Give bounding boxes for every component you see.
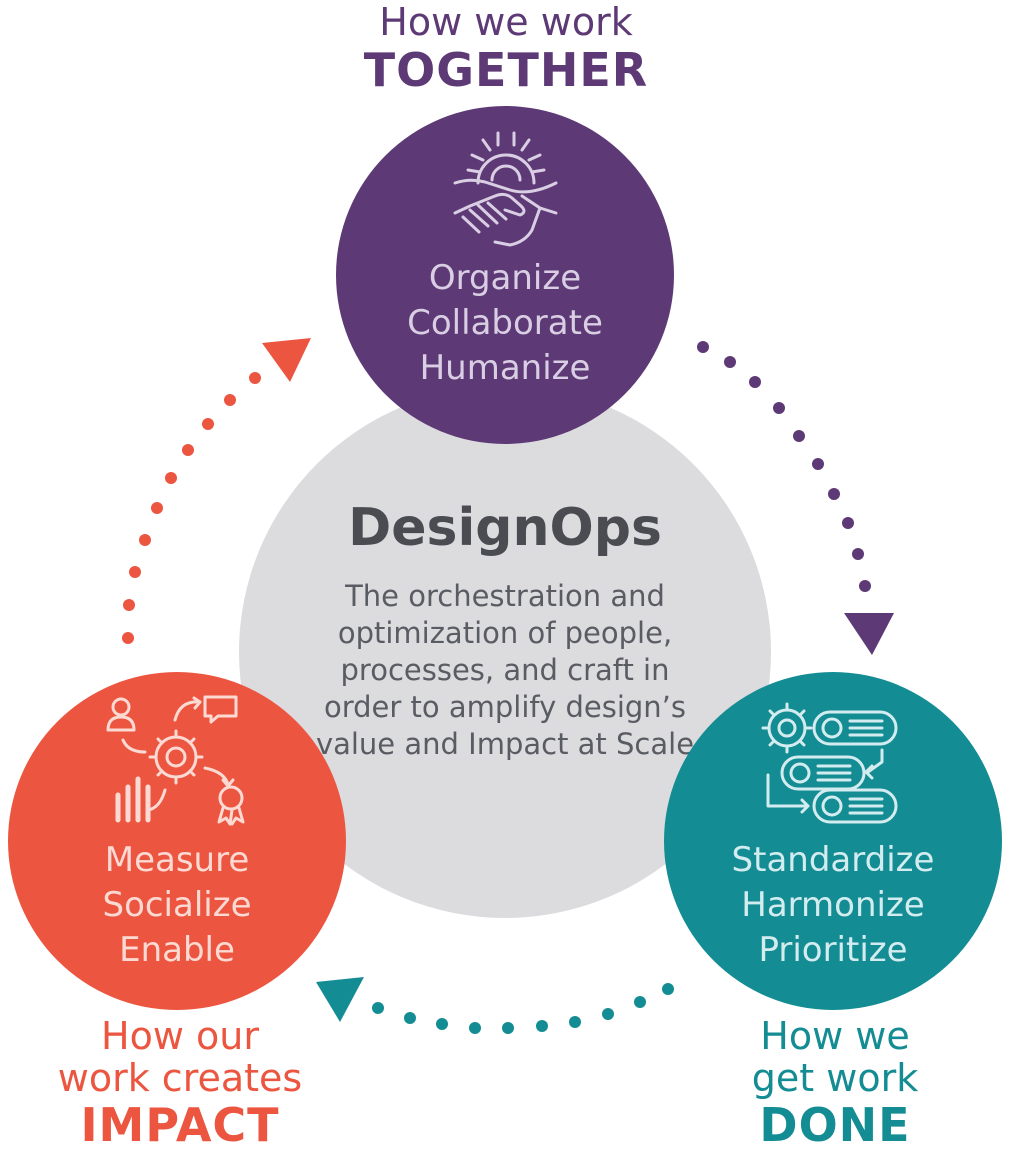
- impact-label: How our work creates IMPACT: [20, 1015, 340, 1151]
- gear-process-flow-icon: [761, 702, 898, 824]
- together-word: Organize: [428, 258, 582, 298]
- arrowhead-icon: [316, 977, 364, 1022]
- impact-word: Enable: [119, 930, 235, 970]
- impact-words: Measure Socialize Enable: [8, 838, 346, 973]
- together-word: Collaborate: [407, 303, 603, 343]
- core-title: DesignOps: [348, 498, 662, 558]
- arrow-impact-to-together: [122, 338, 311, 644]
- done-words: Standardize Harmonize Prioritize: [664, 838, 1002, 973]
- done-label-line2: get work: [751, 1056, 919, 1100]
- together-heading-line2: TOGETHER: [363, 43, 649, 97]
- arrow-together-to-done: [697, 341, 894, 655]
- impact-circle: [8, 672, 346, 1010]
- together-circle: [336, 106, 674, 444]
- impact-label-line3: IMPACT: [80, 1098, 280, 1152]
- impact-label-line1: How our: [101, 1014, 259, 1058]
- done-word: Prioritize: [758, 930, 908, 970]
- arrow-done-to-impact: [316, 977, 674, 1034]
- top-heading: How we work TOGETHER: [256, 0, 756, 96]
- gear-handshake-icon: [453, 131, 558, 247]
- gear-metrics-cycle-icon: [106, 695, 245, 826]
- impact-word: Socialize: [102, 885, 252, 925]
- done-label: How we get work DONE: [680, 1015, 990, 1151]
- core-description: The orchestration and optimization of pe…: [315, 579, 695, 761]
- done-label-line1: How we: [760, 1014, 910, 1058]
- arrowhead-icon: [262, 338, 311, 382]
- impact-label-line2: work creates: [57, 1056, 303, 1100]
- done-word: Standardize: [731, 840, 935, 880]
- together-heading-line1: How we work: [379, 0, 633, 44]
- impact-word: Measure: [104, 840, 250, 880]
- together-words: Organize Collaborate Humanize: [336, 256, 674, 391]
- done-circle: [664, 672, 1002, 1010]
- arrowhead-icon: [844, 613, 894, 655]
- done-label-line3: DONE: [759, 1098, 911, 1152]
- together-word: Humanize: [419, 348, 591, 388]
- done-word: Harmonize: [741, 885, 925, 925]
